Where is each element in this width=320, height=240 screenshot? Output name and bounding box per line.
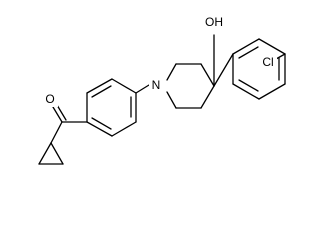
bond-right-ring-inner-1 bbox=[238, 46, 259, 59]
nitrogen-label-background bbox=[149, 79, 163, 93]
bond-piperidine-4 bbox=[200, 85, 215, 109]
hydroxyl-label: OH bbox=[205, 15, 223, 29]
bond-left-ring-1 bbox=[86, 121, 113, 137]
structure-canvas: O N OH Cl bbox=[38, 15, 286, 165]
bond-right-ring-1 bbox=[232, 38, 260, 55]
bond-left-ring-4 bbox=[111, 78, 137, 94]
bond-piperidine-3 bbox=[200, 63, 215, 87]
atom-label-group: O N OH Cl bbox=[43, 15, 277, 107]
nitrogen-label: N bbox=[152, 78, 161, 92]
bond-right-ring-4 bbox=[258, 83, 286, 100]
oxygen-label-background bbox=[43, 93, 58, 107]
bond-group bbox=[38, 34, 286, 165]
bond-cyclopropyl-carbonyl bbox=[50, 121, 63, 144]
bond-piperidine-phenyl bbox=[213, 53, 234, 87]
bond-right-ring-inner-3 bbox=[238, 79, 259, 92]
bond-cyclopropyl-3 bbox=[50, 142, 64, 165]
hydroxyl-label-background bbox=[201, 16, 228, 30]
bond-right-ring-2 bbox=[258, 38, 286, 55]
chlorine-label: Cl bbox=[262, 55, 273, 69]
bond-right-ring-5 bbox=[232, 83, 260, 100]
chemical-structure-diagram: O N OH Cl bbox=[38, 15, 286, 165]
bond-left-ring-2 bbox=[111, 121, 137, 137]
ketone-oxygen-label: O bbox=[45, 92, 54, 106]
bond-left-ring-inner-3 bbox=[91, 85, 112, 98]
bond-piperidine-1 bbox=[166, 63, 177, 81]
bond-piperidine-6 bbox=[166, 91, 177, 109]
bond-cyclopropyl-1 bbox=[38, 142, 52, 165]
bond-phenyl-nitrogen bbox=[135, 84, 150, 94]
bond-left-ring-5 bbox=[86, 78, 113, 94]
bond-left-ring-inner-1 bbox=[91, 117, 112, 130]
chlorine-label-background bbox=[259, 56, 277, 70]
